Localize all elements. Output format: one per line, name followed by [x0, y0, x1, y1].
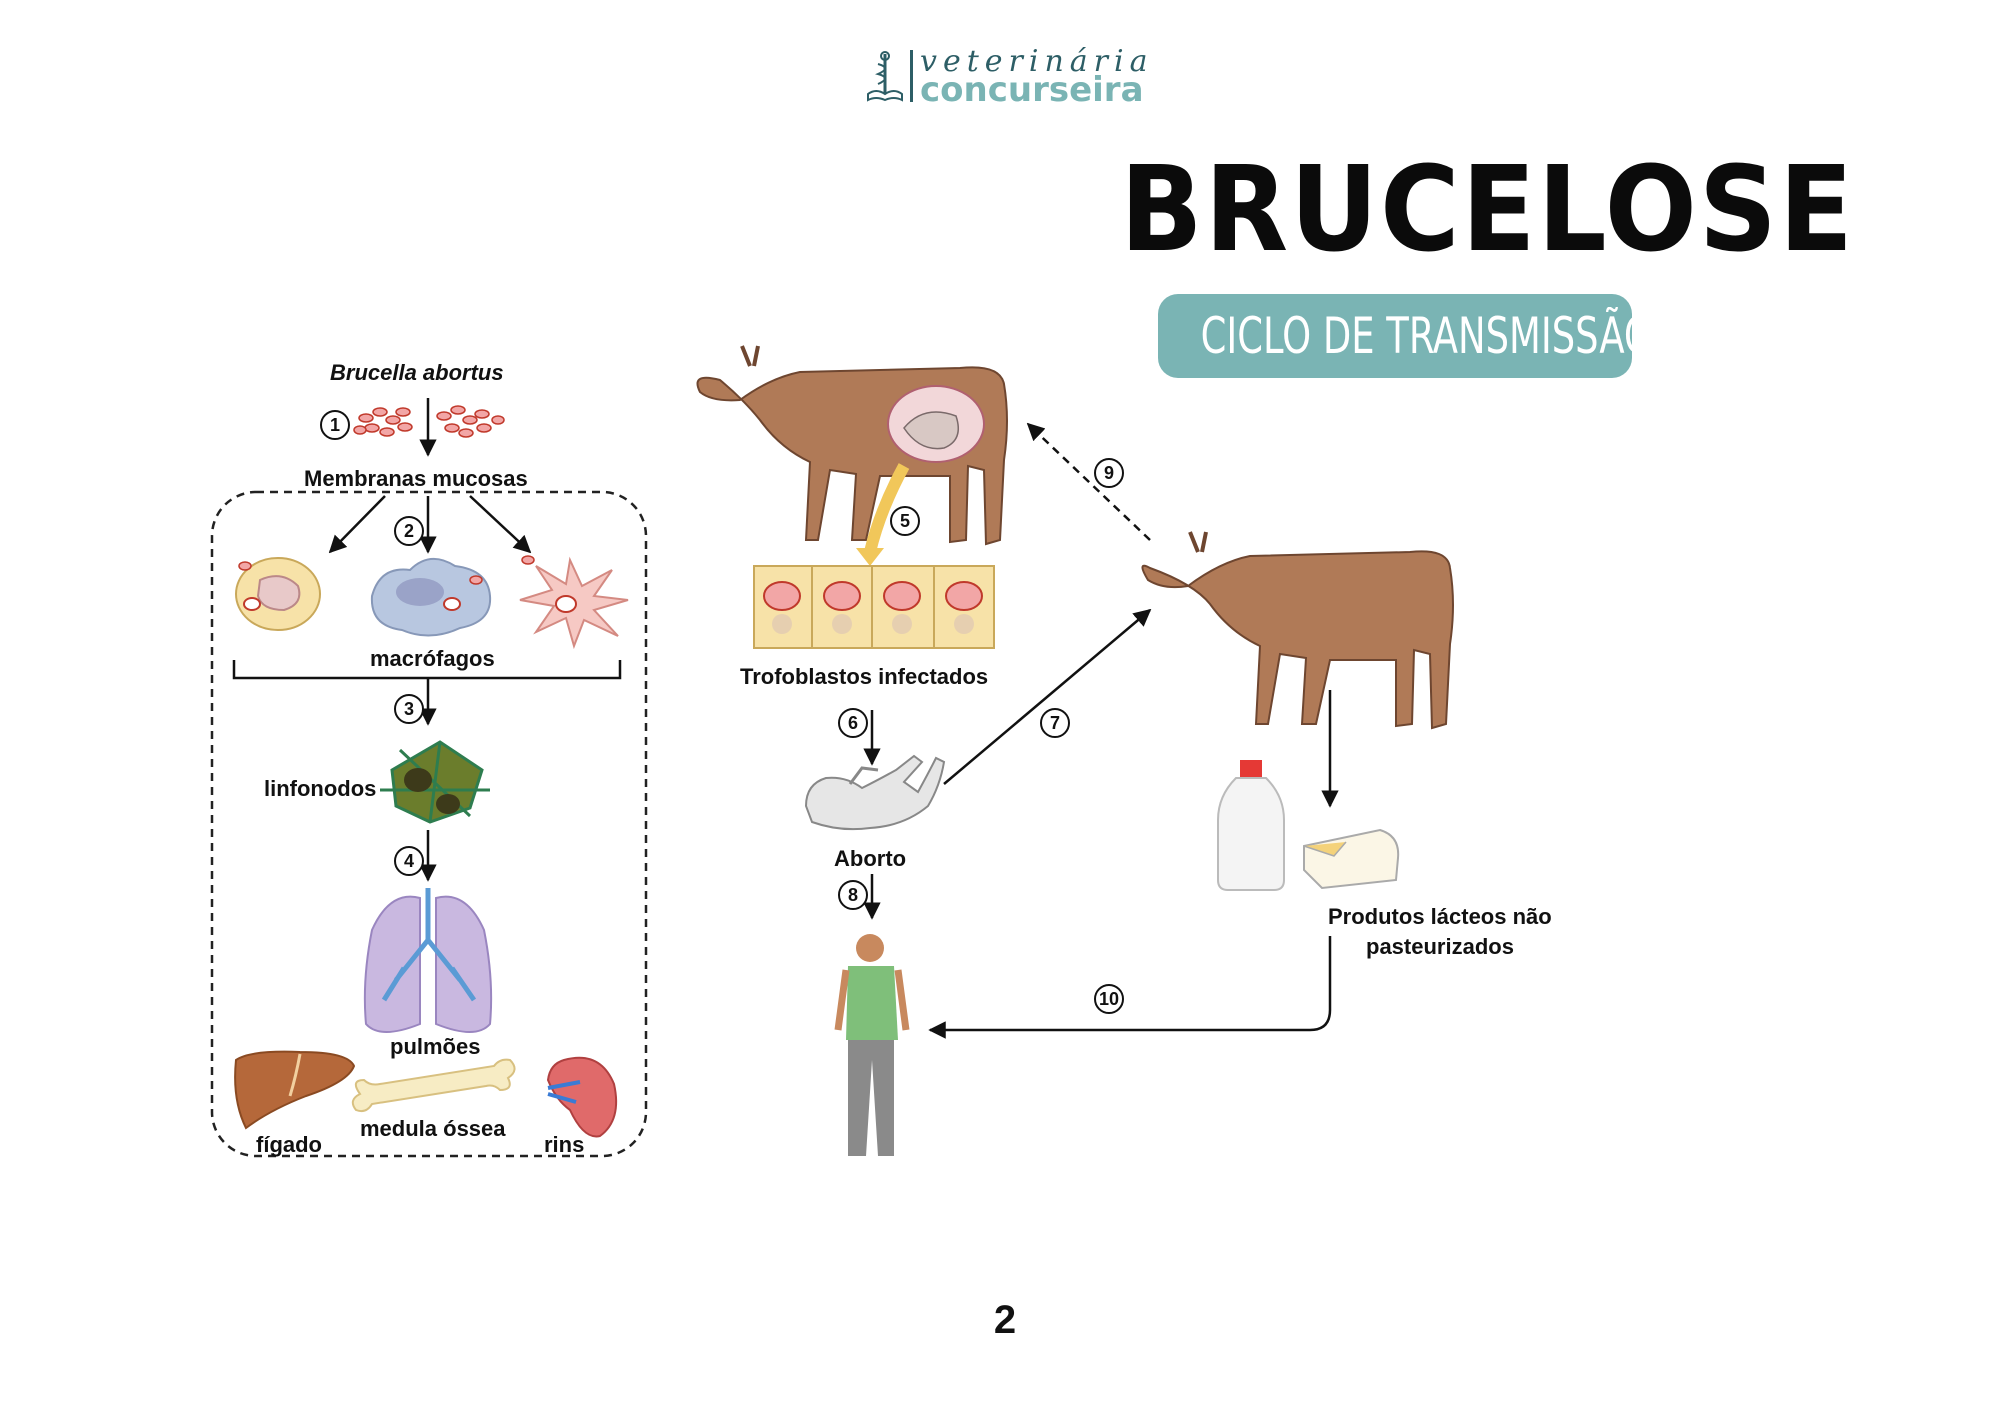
- step-2-badge: 2: [394, 516, 424, 546]
- arrow-step-7: [943, 608, 1152, 785]
- subtitle-pill: [1158, 294, 1632, 378]
- cow-icon: [1141, 531, 1454, 730]
- liver-icon: [234, 1050, 356, 1130]
- logo-main-text: concurseira: [920, 70, 1144, 110]
- dairy-label-line1: Produtos lácteos não: [1328, 904, 1552, 929]
- macrophages-label: macrófagos: [370, 646, 495, 671]
- bone-icon: [351, 1058, 516, 1113]
- step-3-badge: 3: [394, 694, 424, 724]
- bacteria-cluster-icon: [353, 405, 505, 438]
- step-6-badge: 6: [838, 708, 868, 738]
- human-icon: [834, 934, 910, 1156]
- logo-divider: [910, 50, 913, 102]
- cheese-icon: [1303, 828, 1400, 890]
- lungs-label: pulmões: [390, 1034, 481, 1059]
- lymph-nodes-label: linfonodos: [264, 776, 377, 801]
- trophoblast-cells-icon: [753, 565, 995, 649]
- arrow-step-2a: [328, 495, 386, 554]
- milk-bottle-icon: [1217, 760, 1285, 891]
- lungs-icon: [363, 888, 493, 1033]
- step-1-badge: 1: [320, 410, 350, 440]
- abortion-label: Aborto: [834, 846, 907, 871]
- aborted-calf-icon: [804, 754, 946, 831]
- step-7-badge: 7: [1040, 708, 1070, 738]
- brand-logo: veterinária concurseira: [860, 44, 1160, 114]
- step-9-badge: 9: [1094, 458, 1124, 488]
- dairy-label-line2: pasteurizados: [1366, 934, 1514, 959]
- page-number: 2: [993, 1298, 1017, 1342]
- arrow-step-9: [1026, 422, 1151, 541]
- step-5-badge: 5: [890, 506, 920, 536]
- step-8-badge: 8: [838, 880, 868, 910]
- arrow-step-10: [928, 936, 1332, 1039]
- bacteria-label: Brucella abortus: [330, 360, 504, 385]
- infection-flow-arrow: [864, 463, 910, 554]
- kidney-icon: [546, 1056, 618, 1138]
- trophoblasts-label: Trofoblastos infectados: [740, 664, 989, 689]
- logo-script-text: veterinária: [920, 44, 1154, 79]
- arrow-step-2c: [469, 495, 532, 554]
- liver-label: fígado: [256, 1132, 322, 1157]
- lymph-node-icon: [380, 740, 490, 824]
- step-4-badge: 4: [394, 846, 424, 876]
- page-subtitle: CICLO DE TRANSMISSÃO: [1200, 307, 1653, 365]
- dendritic-cell-icon: [519, 555, 629, 650]
- neutrophil-cell-icon: [235, 557, 321, 631]
- infection-route-box: [210, 490, 648, 1158]
- macrophage-cell-icon: [370, 558, 492, 637]
- bone-marrow-label: medula óssea: [360, 1116, 506, 1141]
- step-10-badge: 10: [1094, 984, 1124, 1014]
- caduceus-book-icon: [867, 51, 903, 102]
- mucosa-label: Membranas mucosas: [304, 466, 528, 491]
- pregnant-cow-icon: [696, 345, 1008, 546]
- kidneys-label: rins: [544, 1132, 585, 1157]
